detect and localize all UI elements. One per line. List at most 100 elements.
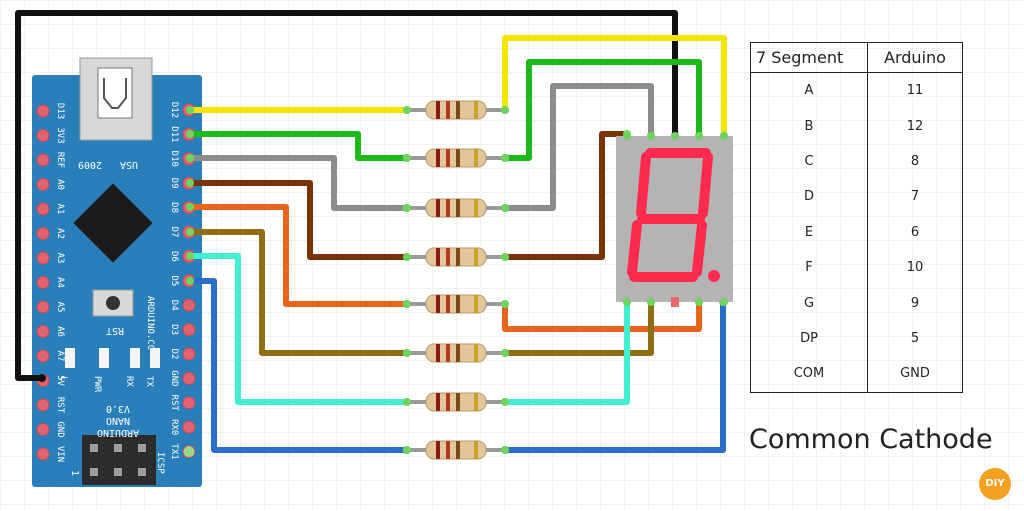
pin-ref (36, 153, 50, 167)
resistor-terminal (501, 154, 509, 162)
resistor-band (436, 393, 440, 411)
resistor-terminal (403, 253, 411, 261)
display-pin (623, 132, 631, 140)
pin-tx1-14 (182, 445, 196, 459)
reset-label: RST (106, 325, 124, 336)
resistor-terminal (403, 204, 411, 212)
display-pin (695, 298, 703, 306)
display-pin (720, 132, 728, 140)
pin-label-3v3: 3V3 (55, 127, 65, 143)
wire-endpoint (186, 203, 194, 211)
led-rx (130, 348, 140, 368)
wire-com (15, 10, 678, 381)
arduino-pin-cell: 9 (867, 285, 963, 321)
pin-a0 (36, 178, 50, 191)
resistor-terminal (501, 349, 509, 357)
wire-d11-in (190, 131, 407, 161)
pin-d2-10 (182, 347, 196, 361)
pin-rst (36, 398, 50, 412)
led-label-rx: RX (124, 376, 134, 387)
segment-cell: A (750, 72, 868, 109)
usb-label: USA (120, 159, 138, 170)
resistor-band (474, 441, 478, 459)
resistor-band (446, 248, 450, 266)
pin-label-d2-10: D2 (169, 349, 179, 360)
resistor-band (446, 393, 450, 411)
pin-label-tx1-14: TX1 (169, 443, 179, 459)
pin-3v3 (36, 129, 50, 142)
pin-a5 (36, 300, 50, 314)
pin-label-d4-8: D4 (169, 300, 179, 311)
pin-label-gnd-11: GND (169, 370, 179, 386)
resistor-terminal (403, 398, 411, 406)
resistor-band (436, 344, 440, 362)
pin-rx0-13 (182, 420, 196, 434)
arduino-pin-cell: 11 (867, 72, 963, 109)
pin-a3 (36, 251, 50, 265)
pin-label-d8-4: D8 (169, 202, 179, 213)
resistor-band (474, 199, 478, 217)
arduino-pin-cell: GND (867, 356, 963, 393)
resistor-band (456, 248, 460, 266)
segment-f (636, 152, 651, 218)
led-l (65, 348, 75, 368)
resistor-band (436, 101, 440, 119)
resistor-band (456, 199, 460, 217)
icsp-label: ICSP (155, 452, 165, 474)
table-header-segment: 7 Segment (750, 42, 868, 73)
wire-endpoint (38, 374, 46, 382)
segment-dp (708, 270, 720, 282)
wire-b-out (505, 59, 702, 161)
reset-button[interactable] (106, 296, 120, 310)
table-header-row: 7 Segment Arduino (750, 42, 963, 73)
wire-endpoint (186, 277, 194, 285)
wire-e-out (505, 302, 630, 405)
pin-d3-9 (182, 323, 196, 337)
resistor-band (436, 248, 440, 266)
resistor-band (456, 295, 460, 313)
diy-logo: DIY (979, 468, 1011, 500)
resistor-terminal (501, 204, 509, 212)
pin-label-rst: RST (55, 397, 65, 414)
pin-rst-12 (182, 396, 196, 410)
resistor-band (446, 199, 450, 217)
segment-cell: B (750, 108, 868, 144)
wire-d5-in (190, 278, 407, 453)
year-label: 2009 (78, 159, 102, 170)
wire-endpoint (186, 106, 194, 114)
pin-vin (36, 447, 50, 461)
segment-cell: D (750, 179, 868, 215)
pin-label-a7: A7 (55, 351, 65, 362)
display-pin (695, 132, 703, 140)
pin-label-d9-3: D9 (169, 178, 179, 189)
pin-label-d7-5: D7 (169, 227, 179, 238)
resistor-band (456, 344, 460, 362)
wire-d-out (505, 302, 654, 356)
arduino-pin-cell: 5 (867, 320, 963, 357)
pin-label-a0: A0 (55, 179, 65, 190)
wire-d10-in (190, 155, 407, 211)
header-number: 1 (69, 470, 80, 476)
pin-label-a3: A3 (55, 253, 65, 264)
display-pin (623, 298, 631, 306)
pin-label-rst-12: RST (169, 395, 179, 412)
resistor-band (456, 149, 460, 167)
resistor-band (474, 149, 478, 167)
pin-label-rx0-13: RX0 (169, 419, 179, 435)
display-segments (627, 148, 713, 282)
segment-cell: C (750, 143, 868, 180)
display-pin (647, 298, 655, 306)
resistor-band (446, 344, 450, 362)
led-label-l: L (58, 376, 68, 381)
resistor-band (446, 295, 450, 313)
resistor-band (474, 295, 478, 313)
pin-label-5v: 5V (55, 375, 65, 386)
segment-cell: E (750, 214, 868, 250)
